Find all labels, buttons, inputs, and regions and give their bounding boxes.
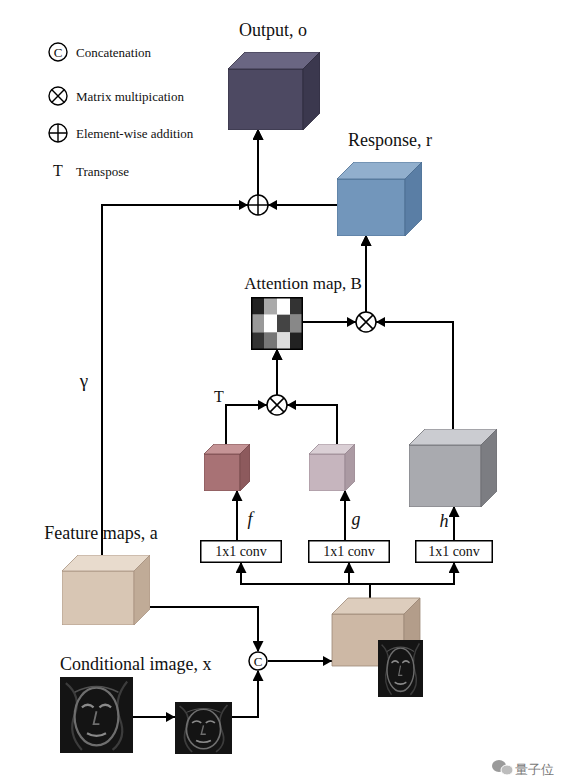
- concat-symbol: [49, 43, 67, 61]
- node-text: Feature maps, a: [44, 524, 157, 542]
- node-text: f: [247, 510, 252, 528]
- connector: [236, 491, 238, 540]
- node-shape: [337, 162, 422, 236]
- output-tensor: Output, o: [228, 52, 320, 130]
- node-text: 1x1 conv: [323, 545, 375, 559]
- f-tensor: f: [204, 444, 250, 491]
- attention-cell: [264, 332, 277, 350]
- attention-border: [252, 298, 303, 350]
- cube-side: [303, 52, 320, 130]
- edge-label: T: [214, 389, 224, 405]
- node-text: C: [254, 655, 263, 668]
- node-shape: [204, 444, 250, 491]
- conditional-image: Conditional image, x: [60, 677, 133, 753]
- legend-text: Element-wise addition: [76, 127, 193, 140]
- attention-cell: [290, 297, 303, 315]
- concat-block: [323, 598, 423, 697]
- feature-maps: Feature maps, a: [62, 555, 150, 625]
- connector: [150, 607, 258, 651]
- attention-map: Attention map, B: [251, 297, 303, 350]
- cube-side: [240, 444, 250, 491]
- matmul-symbol: [347, 312, 385, 332]
- matmul-symbol: [258, 395, 296, 415]
- cube-side: [345, 444, 355, 491]
- attention-cell: [264, 297, 277, 315]
- node-text: Output, o: [239, 21, 307, 39]
- cube-front: [409, 445, 481, 507]
- attention-cell: [251, 297, 264, 315]
- connector: [226, 350, 277, 444]
- node-text: 1x1 conv: [428, 545, 480, 559]
- watermark-icon: [492, 760, 513, 775]
- g-tensor: g: [309, 444, 355, 491]
- cube-front: [337, 179, 405, 236]
- node-text: 1x1 conv: [215, 545, 267, 559]
- node-text: h: [440, 512, 449, 530]
- attention-cell: [277, 297, 290, 315]
- node-text: Conditional image, x: [60, 655, 211, 673]
- legend-text: Transpose: [76, 165, 129, 178]
- connector: [344, 491, 346, 540]
- conv-border: [309, 541, 390, 563]
- attention-cell: [290, 332, 303, 350]
- node-text: Attention map, B: [244, 275, 362, 292]
- node-shape: [309, 444, 355, 491]
- attention-cell: [277, 315, 290, 333]
- conv-box: 1x1 conv: [308, 540, 390, 563]
- concat-node: C: [248, 651, 268, 671]
- connector: [366, 236, 453, 429]
- conv-border: [416, 541, 493, 563]
- cube-front: [204, 454, 240, 491]
- connector: [277, 350, 337, 444]
- concat-circle: [249, 652, 267, 670]
- conditional-image: [60, 677, 133, 753]
- response-tensor: Response, r: [337, 162, 422, 236]
- add-symbol: [49, 124, 67, 142]
- watermark: 量子位: [515, 763, 554, 776]
- node-shape: [228, 52, 320, 130]
- node-text: Response, r: [348, 131, 432, 149]
- attention-cell: [251, 315, 264, 333]
- conv-box: 1x1 conv: [200, 540, 282, 563]
- node-shape: [62, 555, 150, 625]
- edge-label: γ: [80, 371, 88, 390]
- attention-cell: [277, 332, 290, 350]
- cube-side: [405, 162, 422, 236]
- connector: [258, 130, 337, 205]
- connector: [453, 507, 455, 540]
- h-tensor: h: [409, 429, 497, 507]
- connector: [102, 130, 258, 555]
- node-shape: [409, 429, 497, 507]
- cube-side: [481, 429, 497, 507]
- cube-front: [228, 69, 303, 130]
- add-symbol: [239, 195, 277, 215]
- cube-front: [62, 571, 134, 625]
- node-text: g: [352, 510, 361, 528]
- legend-text: Matrix multipication: [76, 90, 184, 103]
- conv-box: 1x1 conv: [415, 540, 493, 563]
- attention-cell: [290, 315, 303, 333]
- symbol-letter: T: [53, 163, 63, 179]
- matmul-symbol: [49, 87, 67, 105]
- cube-side: [134, 555, 150, 625]
- legend-text: Concatenation: [76, 46, 151, 59]
- node-shape: [60, 677, 133, 753]
- symbol-letter: C: [54, 46, 63, 59]
- node-shape: [251, 297, 303, 350]
- cube-front: [309, 454, 345, 491]
- downsampled-image: [166, 702, 232, 754]
- attention-cell: [264, 315, 277, 333]
- attention-cell: [251, 332, 264, 350]
- conv-border: [201, 541, 282, 563]
